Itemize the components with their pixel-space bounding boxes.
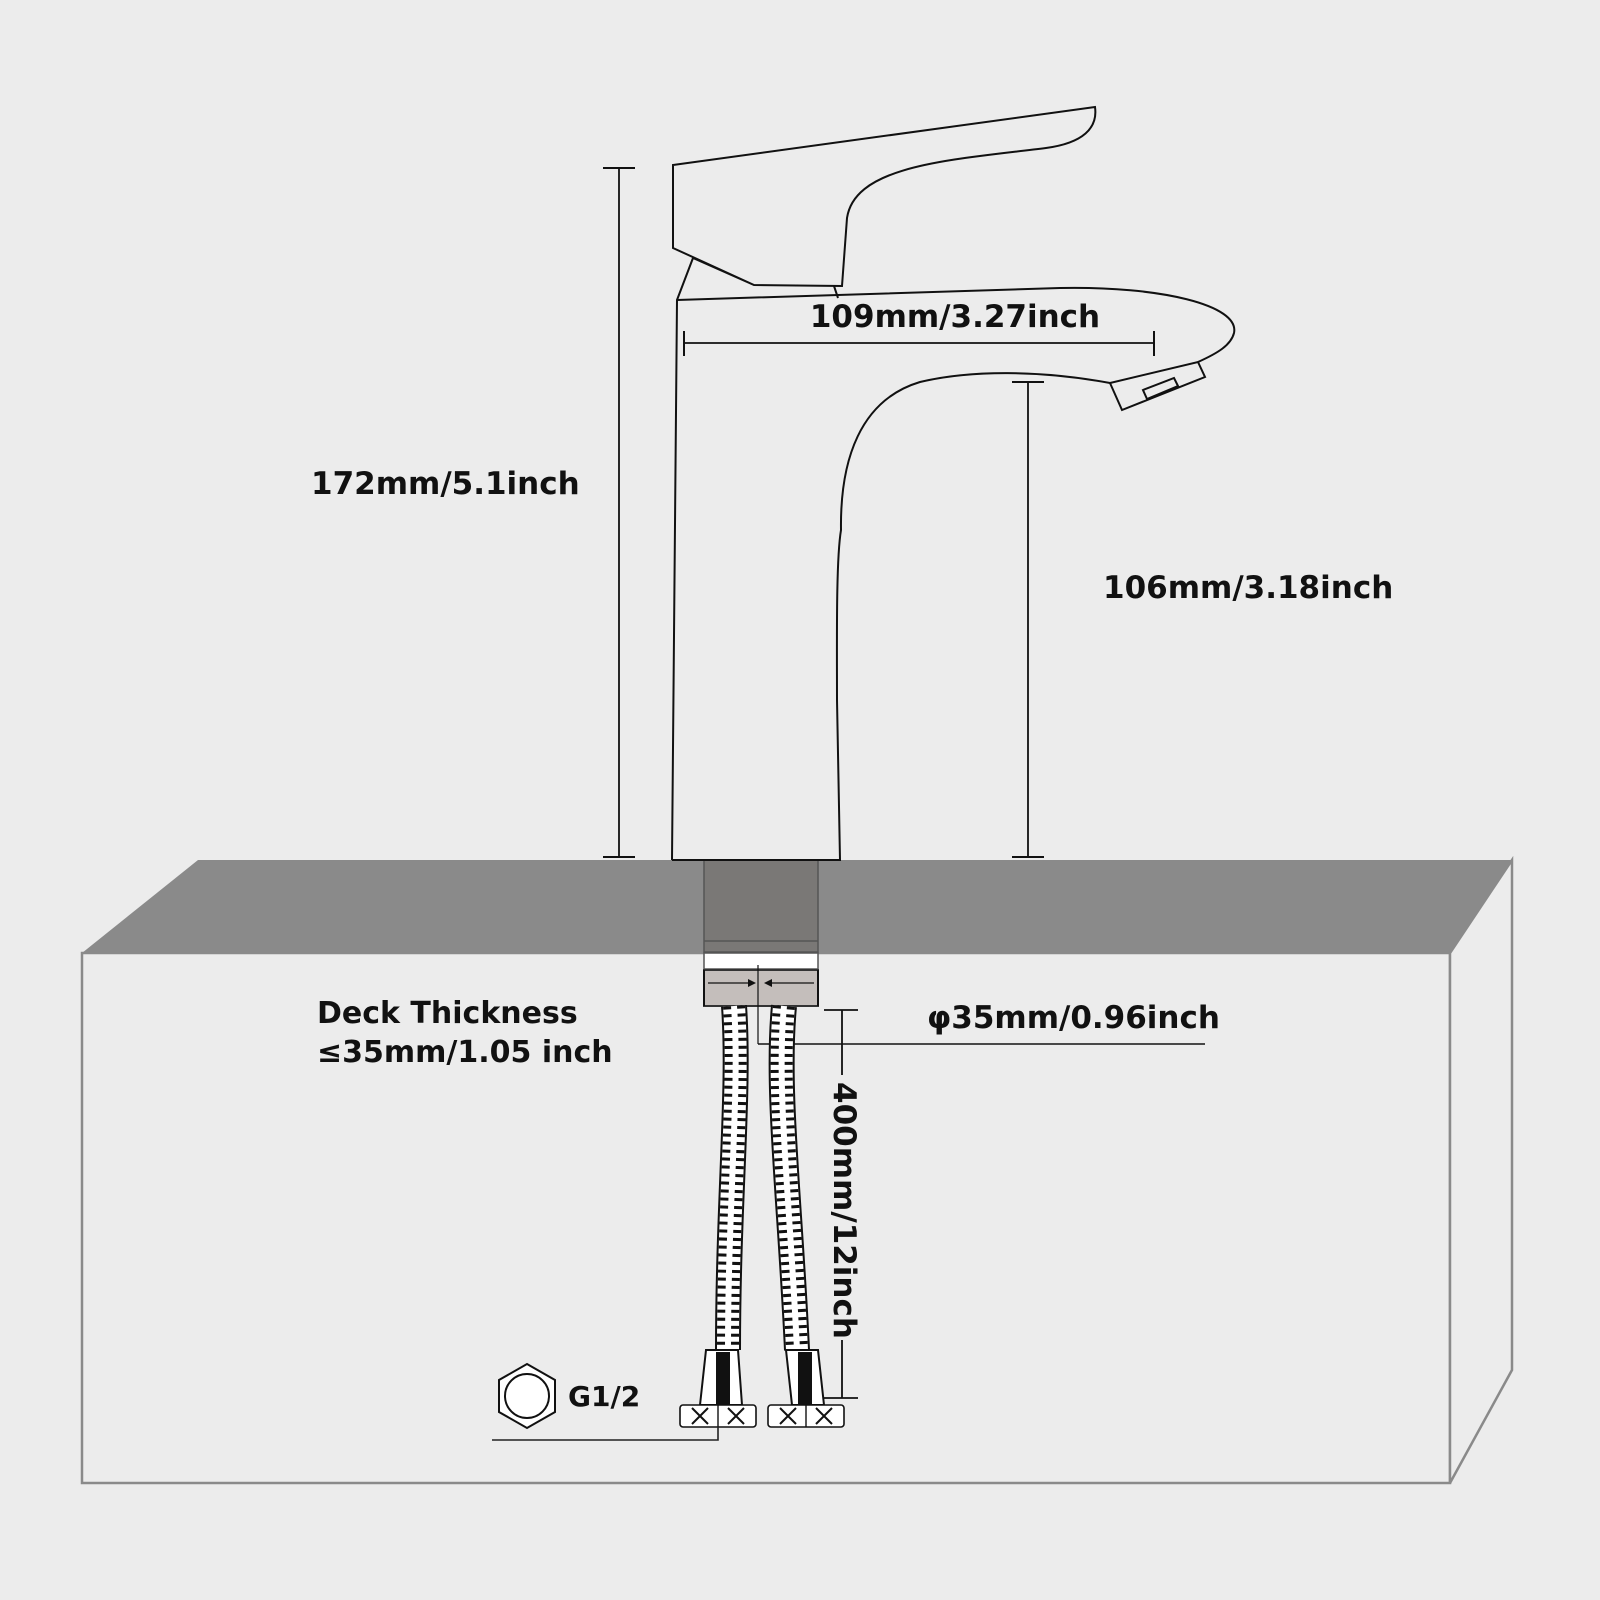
connector-label: G1/2: [568, 1380, 640, 1413]
hoses: [492, 1004, 845, 1441]
shank-body: [703, 859, 819, 953]
spout-reach-dimension: [683, 331, 1155, 356]
faucet-spout: [672, 286, 1236, 861]
deck-thickness-value: ≤35mm/1.05 inch: [317, 1035, 613, 1070]
hose-length-label: 400mm/12inch: [826, 1082, 862, 1339]
washer: [703, 952, 819, 970]
hole-diameter-label: φ35mm/0.96inch: [927, 1000, 1220, 1036]
total-height-label: 172mm/5.1inch: [311, 466, 580, 502]
hose-right-nut: [767, 1404, 845, 1428]
hose-length-dimension: [824, 1009, 858, 1399]
hose-left-nut: [679, 1404, 757, 1428]
aerator-slot: [1141, 376, 1180, 401]
deck-thickness-title: Deck Thickness: [317, 996, 578, 1031]
faucet-outline: [671, 105, 1097, 861]
deck-front-face: [80, 951, 1452, 1485]
spout-height-dimension: [1012, 381, 1044, 858]
hex-nut-icon: [498, 1362, 556, 1430]
faucet-body: [671, 105, 1236, 861]
countertop: [80, 855, 1514, 1485]
deck-side-face: [1448, 855, 1514, 1484]
spout-reach-label: 109mm/3.27inch: [810, 299, 1100, 335]
total-height-dimension: [603, 167, 635, 858]
aerator: [1108, 360, 1207, 412]
spout-height-label: 106mm/3.18inch: [1103, 570, 1393, 606]
mounting-nut: [703, 969, 819, 1007]
